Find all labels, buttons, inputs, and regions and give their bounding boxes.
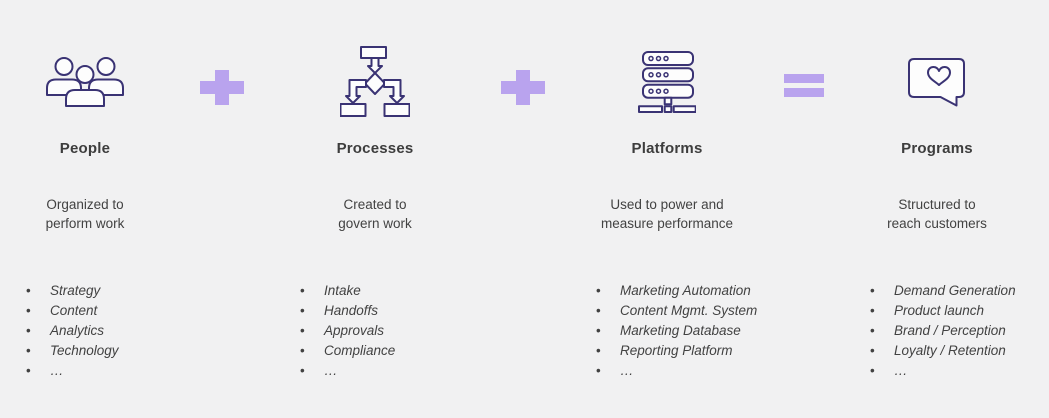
column-processes: Processes Created to govern work Intake …	[274, 0, 476, 418]
speech-bubble-heart-icon	[908, 40, 966, 124]
bullet-item: …	[596, 361, 764, 381]
description-line: measure performance	[600, 216, 734, 231]
bullet-item: Marketing Automation	[596, 281, 764, 301]
column-title: Platforms	[631, 140, 703, 157]
bullet-item: …	[26, 361, 170, 381]
column-description: Created to govern work	[338, 195, 412, 233]
column-title: Programs	[901, 140, 973, 157]
equals-icon	[764, 0, 844, 418]
flowchart-icon	[340, 40, 410, 124]
bullet-item: Compliance	[300, 341, 476, 361]
description-line: Structured to	[898, 197, 976, 212]
bullet-item: Intake	[300, 281, 476, 301]
description-line: perform work	[45, 216, 125, 231]
servers-icon	[638, 40, 696, 124]
bullet-item: Brand / Perception	[870, 321, 1030, 341]
bullet-item: …	[870, 361, 1030, 381]
bullet-item: Marketing Database	[596, 321, 764, 341]
description-line: reach customers	[887, 216, 987, 231]
bullet-item: Product launch	[870, 301, 1030, 321]
column-platforms: Platforms Used to power and measure perf…	[570, 0, 764, 418]
bullet-list: Marketing Automation Content Mgmt. Syste…	[570, 281, 764, 381]
description-line: Created to	[343, 197, 407, 212]
bullet-item: Handoffs	[300, 301, 476, 321]
column-description: Structured to reach customers	[887, 195, 987, 233]
column-description: Organized to perform work	[46, 195, 125, 233]
bullet-list: Intake Handoffs Approvals Compliance …	[274, 281, 476, 381]
bullet-item: Analytics	[26, 321, 170, 341]
column-programs: Programs Structured to reach customers D…	[844, 0, 1049, 418]
bullet-item: Strategy	[26, 281, 170, 301]
bullet-item: Technology	[26, 341, 170, 361]
bullet-list: Demand Generation Product launch Brand /…	[844, 281, 1030, 381]
column-title: Processes	[336, 140, 414, 157]
bullet-item: Content	[26, 301, 170, 321]
plus-icon	[476, 0, 570, 418]
description-line: govern work	[338, 216, 412, 231]
bullet-item: Reporting Platform	[596, 341, 764, 361]
description-line: Organized to	[46, 197, 124, 212]
bullet-item: Demand Generation	[870, 281, 1030, 301]
bullet-item: …	[300, 361, 476, 381]
description-line: Used to power and	[610, 197, 724, 212]
people-icon	[45, 40, 125, 124]
column-description: Used to power and measure performance	[601, 195, 733, 233]
bullet-item: Approvals	[300, 321, 476, 341]
bullet-item: Content Mgmt. System	[596, 301, 764, 321]
column-title: People	[59, 140, 111, 157]
column-people: People Organized to perform work Strateg…	[0, 0, 170, 418]
plus-icon	[170, 0, 274, 418]
bullet-item: Loyalty / Retention	[870, 341, 1030, 361]
bullet-list: Strategy Content Analytics Technology …	[0, 281, 170, 381]
